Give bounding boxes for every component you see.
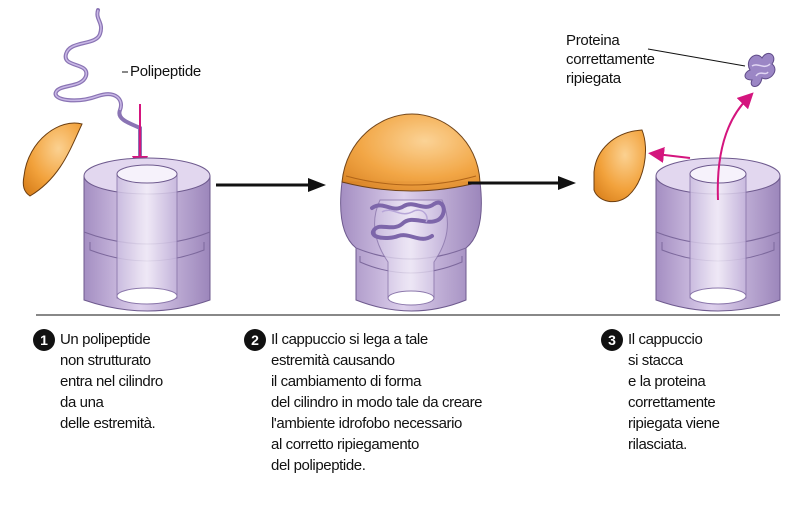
step-1-caption: Un polipeptide non strutturato entra nel… (60, 329, 163, 434)
step-3-line-2: si stacca (628, 352, 683, 369)
process-arrowhead-2 (558, 176, 576, 190)
step-2-line-6: al corretto ripiegamento (271, 436, 419, 453)
step-1-number: 1 (33, 329, 55, 351)
step-2-line-3: il cambiamento di forma (271, 373, 422, 390)
step-1-line-2: non strutturato (60, 352, 151, 369)
step-2-line-2: estremità causando (271, 352, 395, 369)
step-1-line-4: da una (60, 394, 104, 411)
step-1-line-5: delle estremità. (60, 415, 156, 432)
step-1-line-3: entra nel cilindro (60, 373, 163, 390)
step-2-line-7: del polipeptide. (271, 457, 366, 474)
cap-detached-1 (22, 122, 83, 197)
step-2-line-5: l'ambiente idrofobo necessario (271, 415, 462, 432)
step-3-line-5: ripiegata viene (628, 415, 720, 432)
folded-protein-label: Proteina correttamente ripiegata (566, 31, 655, 88)
folding-polypeptide (370, 200, 446, 241)
step-3-line-1: Il cappuccio (628, 331, 703, 348)
chaperonin-cylinder-1 (83, 157, 211, 312)
process-arrowhead-1 (308, 178, 326, 192)
cap-attached (341, 113, 481, 192)
step-3-line-4: correttamente (628, 394, 716, 411)
step-2-line-1: Il cappuccio si lega a tale (271, 331, 428, 348)
chaperonin-cylinder-3 (655, 157, 781, 312)
polypeptide-strand-highlight (55, 9, 122, 111)
step-2-line-4: del cilindro in modo tale da creare (271, 394, 483, 411)
step-3-caption: Il cappuccio si stacca e la proteina cor… (628, 329, 720, 455)
polypeptide-label: Polipeptide (130, 63, 201, 80)
chaperonin-cylinder-2 (340, 181, 482, 312)
step-3-number: 3 (601, 329, 623, 351)
folded-protein-label-line-2: correttamente (566, 51, 655, 68)
step-2-caption: Il cappuccio si lega a tale estremità ca… (271, 329, 483, 476)
protein-release-arrow (716, 92, 754, 201)
step-3-line-3: e la proteina (628, 373, 706, 390)
folded-protein (744, 52, 776, 87)
folded-protein-label-line-1: Proteina (566, 32, 620, 49)
cap-release-arrow (648, 146, 691, 163)
folded-protein-label-line-3: ripiegata (566, 70, 621, 87)
cap-detached-3 (593, 129, 646, 203)
step-1-line-1: Un polipeptide (60, 331, 151, 348)
protein-pointer-line (647, 48, 746, 67)
step-3-line-6: rilasciata. (628, 436, 687, 453)
step-2-number: 2 (244, 329, 266, 351)
